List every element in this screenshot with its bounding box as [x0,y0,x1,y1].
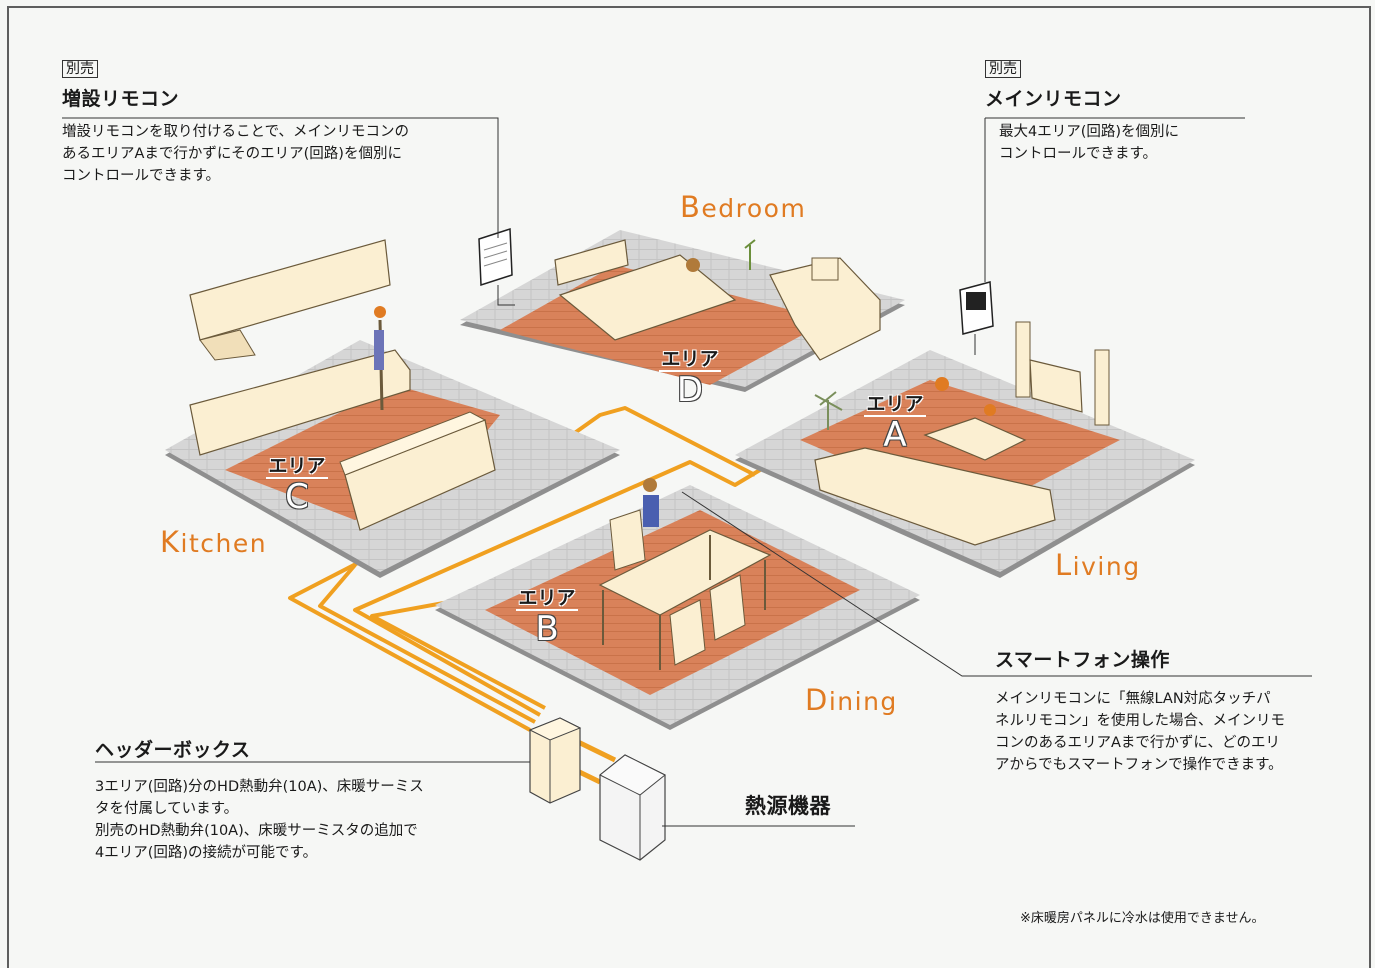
area-a-marker: エリア A [860,393,930,455]
header-box-callout: ヘッダーボックス 3エリア(回路)分のHD熱動弁(10A)、床暖サーミス タを付… [95,735,515,864]
header-box-line: 3エリア(回路)分のHD熱動弁(10A)、床暖サーミス [95,779,424,795]
area-title: エリア [516,587,578,611]
dining-room [435,478,920,730]
room-label-cap: L [1055,548,1073,582]
sub-remote-badge: 別売 [62,60,98,78]
sub-remote-callout: 別売 増設リモコン 増設リモコンを取り付けることで、メインリモコンの あるエリア… [62,58,502,187]
sub-remote-title: 増設リモコン [62,88,180,110]
main-remote-description: 最大4エリア(回路)を個別に コントロールできます。 [985,121,1255,165]
smartphone-callout: スマートフォン操作 メインリモコンに「無線LAN対応タッチパ ネルリモコン」を使… [995,645,1335,776]
header-box-description: 3エリア(回路)分のHD熱動弁(10A)、床暖サーミス タを付属しています。 別… [95,776,515,864]
living-room [735,321,1195,578]
header-box-device [528,717,582,804]
header-box-line: タを付属しています。 [95,801,239,817]
main-remote-device [959,281,994,335]
smartphone-line: ネルリモコン」を使用した場合、メインリモ [995,713,1285,729]
footnote: ※床暖房パネルに冷水は使用できません。 [1020,911,1265,926]
room-label-cap: B [680,190,702,224]
area-letter: D [676,370,704,410]
area-letter: A [883,415,907,455]
area-letter: B [535,609,559,649]
header-box-title: ヘッダーボックス [95,739,251,761]
heat-source-callout: 熱源機器 [745,790,831,820]
leader-smartphone [681,491,1312,677]
room-label-dining: Dining [805,683,898,717]
room-label-kitchen: Kitchen [160,525,267,559]
area-d-marker: エリア D [655,348,725,410]
room-label-rest: ining [828,687,898,716]
room-label-cap: D [805,683,829,717]
room-label-bedroom: Bedroom [680,190,806,224]
area-title: エリア [266,455,328,479]
room-label-rest: edroom [701,194,807,223]
room-label-living: Living [1055,548,1141,582]
area-letter: C [285,477,309,517]
smartphone-line: メインリモコンに「無線LAN対応タッチパ [995,691,1271,707]
room-label-rest: itchen [180,529,268,558]
header-box-line: 4エリア(回路)の接続が可能です。 [95,845,318,861]
smartphone-description: メインリモコンに「無線LAN対応タッチパ ネルリモコン」を使用した場合、メインリ… [995,688,1335,776]
main-remote-callout: 別売 メインリモコン 最大4エリア(回路)を個別に コントロールできます。 [985,58,1255,165]
area-title: エリア [864,393,926,417]
area-c-marker: エリア C [262,455,332,517]
main-remote-line: コントロールできます。 [999,146,1158,162]
main-remote-title: メインリモコン [985,88,1122,110]
main-remote-badge: 別売 [985,60,1021,78]
area-title: エリア [659,348,721,372]
leader-lines [62,117,1312,827]
pipe-to-dining [370,598,546,710]
room-label-rest: iving [1072,552,1141,581]
smartphone-line: コンのあるエリアAまで行かずに、どのエリ [995,735,1280,751]
area-b-marker: エリア B [512,587,582,649]
room-label-cap: K [160,525,181,559]
pipe-to-kitchen [318,563,536,724]
sub-remote-line: コントロールできます。 [62,168,221,184]
sub-remote-device [478,227,513,287]
smartphone-title: スマートフォン操作 [995,649,1170,671]
heat-source-device [599,754,666,861]
sub-remote-description: 増設リモコンを取り付けることで、メインリモコンの あるエリアAまで行かずにそのエ… [62,121,502,187]
bedroom-room [460,230,905,392]
leader-sub-remote [62,117,515,306]
header-box-line: 別売のHD熱動弁(10A)、床暖サーミスタの追加で [95,823,418,839]
sub-remote-line: 増設リモコンを取り付けることで、メインリモコンの [62,124,409,140]
leader-main-remote [974,117,1245,355]
pipe-to-living [353,460,762,717]
smartphone-line: アからでもスマートフォンで操作できます。 [995,757,1283,773]
heat-source-title: 熱源機器 [745,794,831,818]
kitchen-room [165,239,620,578]
sub-remote-line: あるエリアAまで行かずにそのエリア(回路)を個別に [62,146,402,162]
main-remote-line: 最大4エリア(回路)を個別に [999,124,1180,140]
